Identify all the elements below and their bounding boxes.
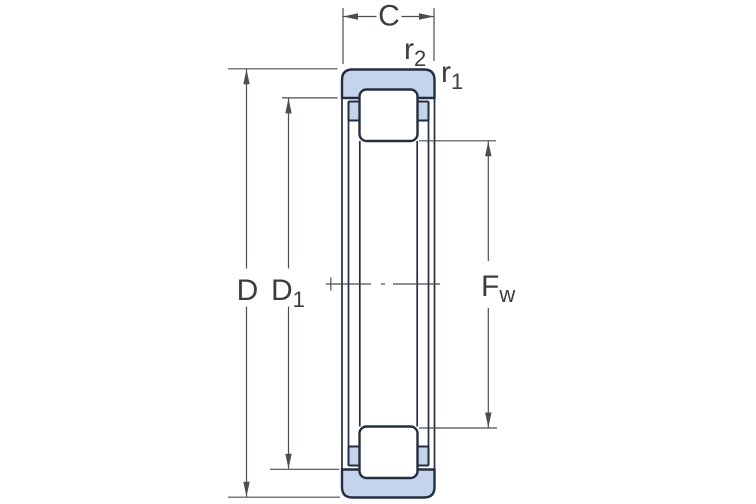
- dim-label-roller-inscribed: Fw: [481, 270, 515, 307]
- chamfer-labels: r2 r1: [404, 33, 463, 94]
- dim-label-outer-diameter: D: [237, 274, 259, 307]
- dimension-width-C: C: [342, 0, 435, 64]
- arrow-down-icon: [243, 481, 250, 497]
- dimension-roller-inscribed-Fw: Fw: [419, 140, 515, 429]
- dim-label-width: C: [378, 0, 400, 33]
- dim-label-chamfer-od: r1: [441, 56, 463, 94]
- dimension-outer-diameter-D: D: [228, 68, 340, 498]
- arrow-down-icon: [485, 412, 492, 428]
- roller-bottom: [358, 425, 419, 480]
- roller-top: [358, 88, 419, 143]
- dimension-shoulder-diameter-D1: D1: [270, 97, 339, 470]
- arrow-up-icon: [243, 69, 250, 85]
- flange-block-bottom-right: [416, 445, 430, 467]
- arrow-up-icon: [285, 98, 292, 114]
- dim-label-shoulder-diameter: D1: [271, 274, 305, 312]
- flange-block-top-right: [416, 100, 430, 122]
- flange-block-bottom-left: [347, 445, 361, 467]
- arrow-right-icon: [419, 13, 434, 20]
- arrow-up-icon: [485, 141, 492, 157]
- arrow-down-icon: [285, 453, 292, 469]
- flange-block-top-left: [347, 100, 361, 122]
- centerline: [326, 277, 440, 291]
- rollers: [358, 88, 419, 480]
- arrow-left-icon: [343, 13, 358, 20]
- dim-label-chamfer-face: r2: [404, 33, 426, 71]
